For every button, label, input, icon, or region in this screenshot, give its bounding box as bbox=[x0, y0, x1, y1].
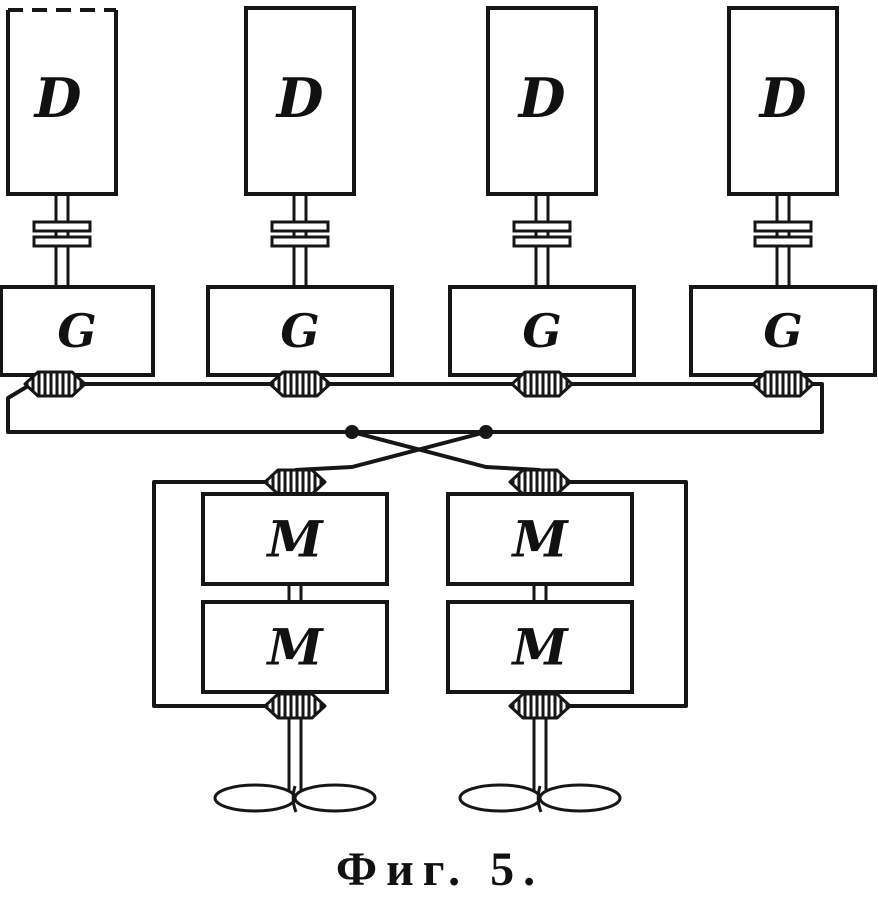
motor-box bbox=[446, 600, 634, 694]
motor-shaft bbox=[287, 584, 303, 602]
propeller-shaft bbox=[532, 718, 548, 800]
engine-label: D bbox=[33, 66, 82, 130]
engine-box bbox=[6, 10, 118, 196]
engine-generator-unit-4: D G bbox=[689, 6, 877, 398]
brush-contact-icon bbox=[268, 370, 332, 398]
coupling-flange bbox=[512, 220, 572, 233]
brush-contact-icon bbox=[263, 468, 327, 496]
motor-box bbox=[201, 600, 389, 694]
engine-box bbox=[727, 6, 839, 196]
propeller-shaft bbox=[287, 718, 303, 800]
motor-label: M bbox=[265, 510, 324, 569]
engine-box bbox=[244, 6, 356, 196]
coupling-flange bbox=[753, 220, 813, 233]
brush-contact-icon bbox=[510, 370, 574, 398]
bus-wire bbox=[6, 382, 824, 434]
propeller-shaft-tip bbox=[291, 785, 298, 813]
field-loop-wire bbox=[568, 480, 688, 708]
crossover-wire bbox=[294, 430, 487, 472]
generator-box bbox=[689, 285, 877, 377]
brush-contact-icon bbox=[263, 692, 327, 720]
propeller-blade bbox=[293, 783, 377, 813]
propeller-blade bbox=[538, 783, 622, 813]
engine-label: D bbox=[275, 66, 324, 130]
motor-label: M bbox=[265, 618, 324, 677]
engine-label: D bbox=[517, 66, 566, 130]
brush-contact-icon bbox=[751, 370, 815, 398]
motor-box bbox=[446, 492, 634, 586]
propeller-shaft-tip bbox=[536, 785, 543, 813]
engine-box bbox=[486, 6, 598, 196]
motor-shaft bbox=[532, 584, 548, 602]
motor-label: M bbox=[510, 618, 569, 677]
coupling-flange bbox=[512, 235, 572, 248]
coupling-flange bbox=[270, 235, 330, 248]
coupling-flange bbox=[32, 235, 92, 248]
generator-label: G bbox=[763, 304, 802, 358]
coupling-flange bbox=[270, 220, 330, 233]
junction-dot bbox=[479, 425, 493, 439]
propeller-blade bbox=[458, 783, 542, 813]
figure-caption: Фиг. 5. bbox=[336, 843, 544, 896]
generator-box bbox=[206, 285, 394, 377]
field-loop-wire bbox=[152, 480, 267, 708]
generator-label: G bbox=[522, 304, 561, 358]
brush-contact-icon bbox=[508, 692, 572, 720]
coupling-flange bbox=[753, 235, 813, 248]
engine-generator-unit-3: D G bbox=[448, 6, 636, 398]
engine-generator-unit-2: D G bbox=[206, 6, 394, 398]
motor-group-2: M M bbox=[446, 468, 688, 813]
motor-group-1: M M bbox=[152, 468, 389, 813]
junction-dot bbox=[345, 425, 359, 439]
propeller-blade bbox=[213, 783, 297, 813]
generator-label: G bbox=[280, 304, 319, 358]
engine-generator-unit-1: D G bbox=[0, 8, 155, 398]
motor-box bbox=[201, 492, 389, 586]
brush-contact-icon bbox=[23, 370, 87, 398]
motor-label: M bbox=[510, 510, 569, 569]
coupling-flange bbox=[32, 220, 92, 233]
crossover-wire bbox=[351, 430, 541, 472]
generator-label: G bbox=[57, 304, 96, 358]
brush-contact-icon bbox=[508, 468, 572, 496]
engine-label: D bbox=[758, 66, 807, 130]
generator-box bbox=[0, 285, 155, 377]
